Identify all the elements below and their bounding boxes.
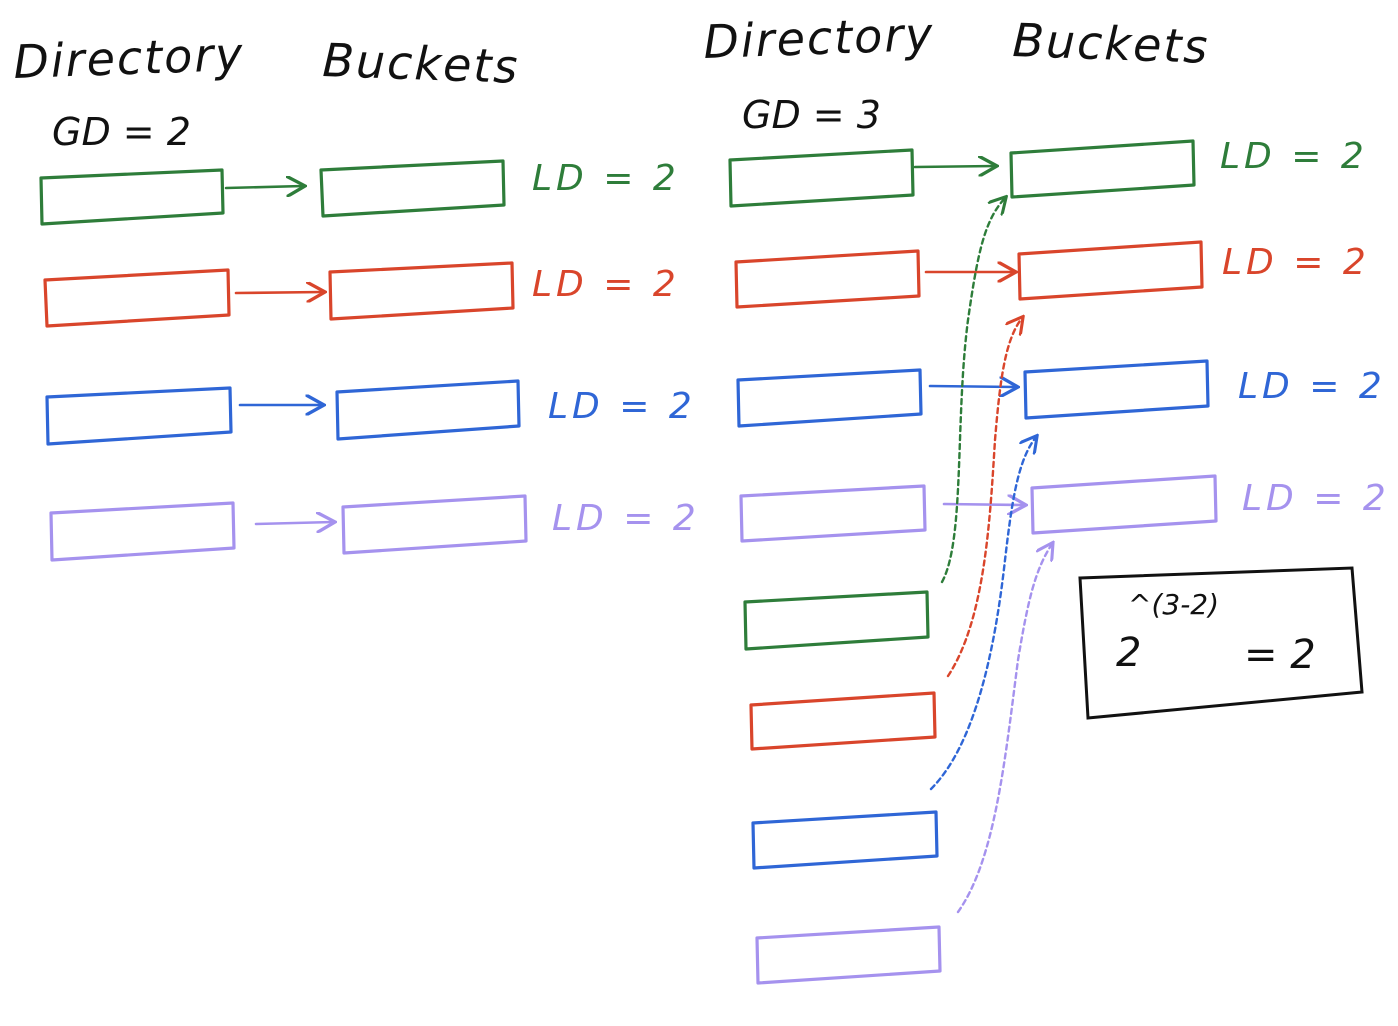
right-directory-entry-2: [736, 368, 923, 428]
left-bucket-green: [319, 159, 506, 218]
right-dashed-arrow-4: [940, 198, 1005, 584]
right-dashed-arrow-6: [929, 437, 1036, 791]
formula-box: 2 ^(3-2) = 2: [1078, 566, 1364, 720]
right-directory-entry-1: [734, 249, 921, 309]
left-bucket-blue: [335, 379, 521, 441]
left-row-blue: LD = 2: [45, 379, 696, 446]
right-local-depth-green: LD = 2: [1220, 136, 1368, 177]
left-bucket-purple: [341, 494, 528, 555]
right-directory-entry-7: [755, 925, 942, 985]
right-bucket-purple: [1030, 474, 1218, 535]
left-local-depth-red: LD = 2: [532, 264, 680, 305]
right-directory-entry-6: [751, 810, 939, 870]
left-directory-entry-purple: [49, 501, 236, 562]
right-local-depth-red: LD = 2: [1222, 242, 1370, 283]
left-pointer-arrow-green: [224, 186, 303, 188]
formula-frame: [1078, 566, 1364, 720]
left-local-depth-blue: LD = 2: [548, 386, 696, 427]
left-local-depth-purple: LD = 2: [552, 498, 700, 539]
left-directory-entry-red: [43, 268, 231, 328]
left-directory-entry-blue: [45, 386, 233, 446]
right-bucket-blue: [1023, 359, 1210, 420]
left-bucket-red: [328, 261, 515, 321]
left-panel: Directory Buckets GD = 2 LD = 2 LD = 2 L…: [12, 27, 700, 562]
left-row-purple: LD = 2: [49, 494, 700, 562]
left-directory-entry-green: [39, 168, 225, 226]
left-row-green: LD = 2: [39, 158, 680, 226]
right-directory-entry-4: [743, 590, 930, 651]
right-local-depth-blue: LD = 2: [1238, 366, 1386, 407]
right-bucket-red: [1017, 240, 1204, 301]
left-buckets-heading: Buckets: [322, 33, 521, 94]
right-local-depth-purple: LD = 2: [1242, 478, 1390, 519]
right-dashed-arrow-5: [946, 318, 1022, 678]
right-directory-entry-5: [749, 691, 937, 751]
right-directory-heading: Directory: [702, 7, 935, 69]
right-panel: Directory Buckets GD = 3 LD = 2 LD = 2 L…: [702, 7, 1390, 985]
left-directory-heading: Directory: [12, 27, 245, 89]
right-directory-entry-3: [739, 484, 927, 543]
left-row-red: LD = 2: [43, 261, 680, 328]
formula-exponent: ^(3-2): [1128, 588, 1219, 621]
left-local-depth-green: LD = 2: [532, 158, 680, 199]
right-bucket-green: [1009, 139, 1196, 199]
formula-result: = 2: [1244, 632, 1316, 678]
right-pointer-arrow-2: [928, 386, 1016, 387]
left-global-depth: GD = 2: [52, 110, 191, 154]
left-pointer-arrow-red: [234, 292, 323, 293]
right-pointer-arrow-0: [913, 166, 995, 167]
formula-base: 2: [1116, 630, 1141, 676]
left-pointer-arrow-purple: [254, 522, 333, 524]
right-directory-entry-0: [728, 148, 915, 208]
right-global-depth: GD = 3: [742, 93, 881, 137]
right-buckets-heading: Buckets: [1012, 13, 1211, 74]
right-dashed-arrow-7: [956, 544, 1052, 914]
